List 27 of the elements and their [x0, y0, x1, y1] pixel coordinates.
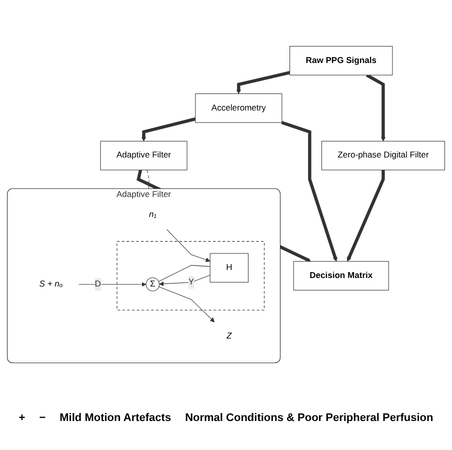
arrow: [166, 230, 210, 262]
arrow: [236, 71, 290, 94]
node-circle: Σ: [146, 278, 160, 292]
node-box: Decision Matrix: [293, 262, 389, 291]
arrow: [158, 286, 215, 323]
node-box: Zero-phase Digital Filter: [321, 141, 445, 171]
node-box: Raw PPG Signals: [290, 46, 393, 76]
cluster: [116, 242, 265, 311]
node-text: Z: [226, 332, 232, 342]
node-box: Accelerometry: [195, 94, 282, 124]
note-label: +: [18, 412, 26, 424]
note-label: Normal Conditions & Poor Peripheral Perfusion: [185, 412, 434, 424]
arrow: [159, 275, 210, 287]
arrow: [346, 170, 385, 262]
arrow: [141, 118, 196, 142]
arrow: [366, 74, 386, 142]
note-label: Mild Motion Artefacts: [60, 412, 172, 424]
node-box: H: [210, 254, 249, 283]
node-box: Adaptive Filter: [100, 141, 188, 171]
edge-label: Y: [188, 278, 194, 288]
arrow: [78, 282, 146, 288]
connector: [158, 265, 210, 282]
edge-label: D: [94, 280, 101, 290]
note-label: −: [39, 412, 46, 424]
node-text: S + nₒ: [39, 280, 63, 290]
node-text: n₁: [148, 210, 156, 220]
arrow: [281, 121, 338, 262]
